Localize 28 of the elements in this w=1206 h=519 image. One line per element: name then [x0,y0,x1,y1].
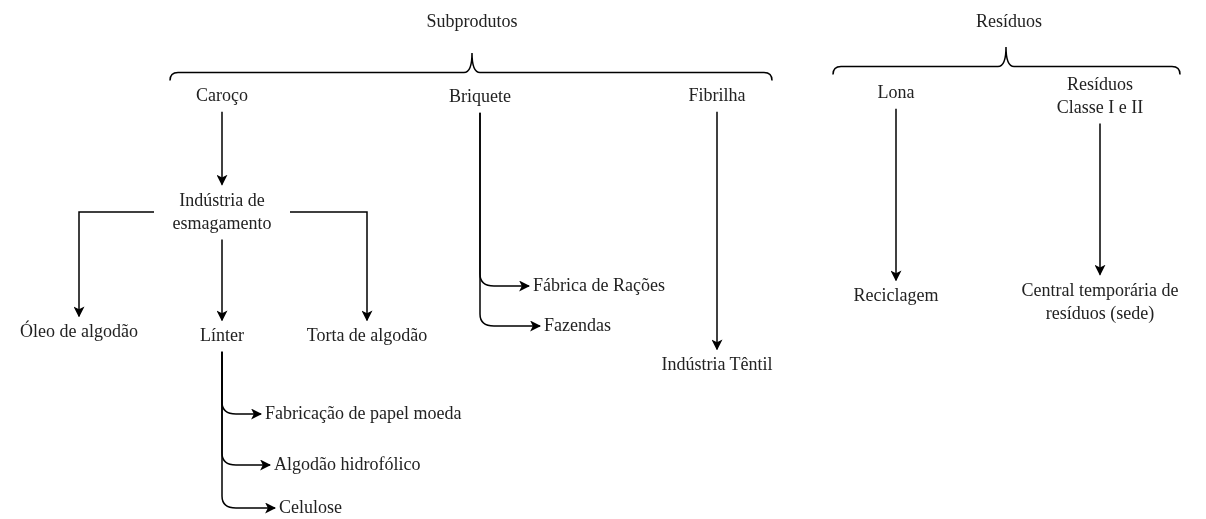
node-label: Óleo de algodão [20,320,138,344]
node-label: Torta de algodão [306,324,428,348]
node-label: Lona [877,81,915,105]
node-label: Línter [200,324,244,348]
node-label: Fábrica de Rações [533,274,665,298]
node-label: Indústria de esmagamento [156,188,288,236]
node-label: Caroço [196,84,248,108]
group-heading: Resíduos [976,10,1042,32]
node-label: Algodão hidrofólico [274,453,421,477]
arrow [890,107,902,282]
node-label: Fazendas [544,314,611,338]
arrow [221,350,277,514]
node-label: Fibrilha [688,84,746,108]
node-label: Indústria Têntil [661,353,773,377]
node-label: Reciclagem [853,284,939,308]
group-heading: Subprodutos [426,10,518,32]
arrow [1094,122,1106,276]
arrow [216,110,228,186]
arrow [73,211,155,318]
node-label: Resíduos Classe I e II [1044,72,1156,120]
node-label: Celulose [279,496,342,519]
arrow [479,111,542,332]
node-label: Central temporária de resíduos (sede) [1005,278,1195,326]
node-label: Briquete [449,85,511,109]
arrow [216,238,228,322]
arrow [711,110,723,351]
node-label: Fabricação de papel moeda [265,402,462,426]
arrow [289,211,373,322]
